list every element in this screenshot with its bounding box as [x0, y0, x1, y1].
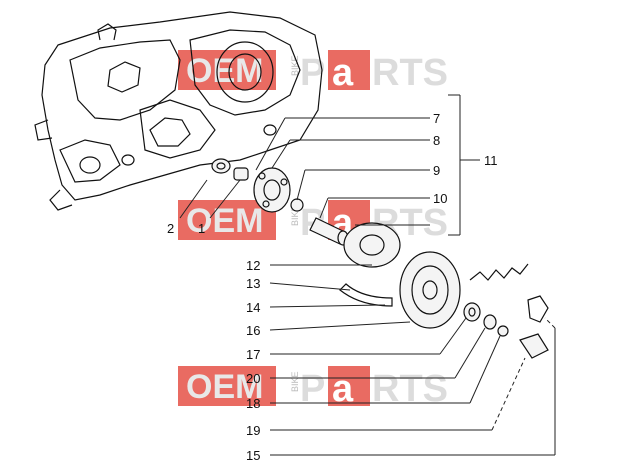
watermark-top: OEM BIKE P a RTS — [178, 50, 448, 94]
part-2-bushing — [211, 158, 231, 174]
watermark-bike-text: BIKE — [290, 371, 300, 392]
label-14: 14 — [246, 300, 260, 315]
part-15-cap — [519, 295, 549, 359]
label-13: 13 — [246, 276, 260, 291]
part-16-driven-pulley — [399, 251, 461, 329]
watermark-bike-text: BIKE — [290, 205, 300, 226]
watermark-rts-text: RTS — [372, 368, 448, 410]
part-9-washer — [290, 198, 304, 212]
part-12-fixed-half-pulley — [343, 222, 401, 268]
watermark-oem-text: OEM — [186, 202, 263, 240]
label-20: 20 — [246, 371, 260, 386]
part-8-drive-pulley — [253, 167, 291, 213]
part-20-nut — [463, 302, 481, 322]
part-1-spacer — [233, 167, 249, 181]
label-1: 1 — [198, 221, 205, 236]
part-spring — [469, 263, 529, 281]
part-labels: 7 8 9 10 11 2 1 12 13 14 16 17 20 18 19 … — [167, 111, 498, 463]
watermark-a-text: a — [332, 52, 354, 94]
watermark-a-text: a — [332, 368, 354, 410]
part-13-belt-segment — [339, 283, 393, 307]
label-2: 2 — [167, 221, 174, 236]
label-17: 17 — [246, 347, 260, 362]
part-18-washer — [483, 314, 497, 330]
watermark-p-text: P — [300, 368, 325, 410]
leader-lines — [179, 94, 556, 456]
label-15: 15 — [246, 448, 260, 463]
watermark-oem-text: OEM — [186, 52, 263, 90]
watermark-oem-text: OEM — [186, 368, 263, 406]
label-10: 10 — [433, 191, 447, 206]
watermark-rts-text: RTS — [372, 52, 448, 94]
label-12: 12 — [246, 258, 260, 273]
label-16: 16 — [246, 323, 260, 338]
label-18: 18 — [246, 396, 260, 411]
label-11: 11 — [484, 153, 498, 168]
label-9: 9 — [433, 163, 440, 178]
part-19-washer — [497, 325, 509, 337]
label-7: 7 — [433, 111, 440, 126]
label-8: 8 — [433, 133, 440, 148]
label-19: 19 — [246, 423, 260, 438]
watermark-bike-text: BIKE — [290, 55, 300, 76]
